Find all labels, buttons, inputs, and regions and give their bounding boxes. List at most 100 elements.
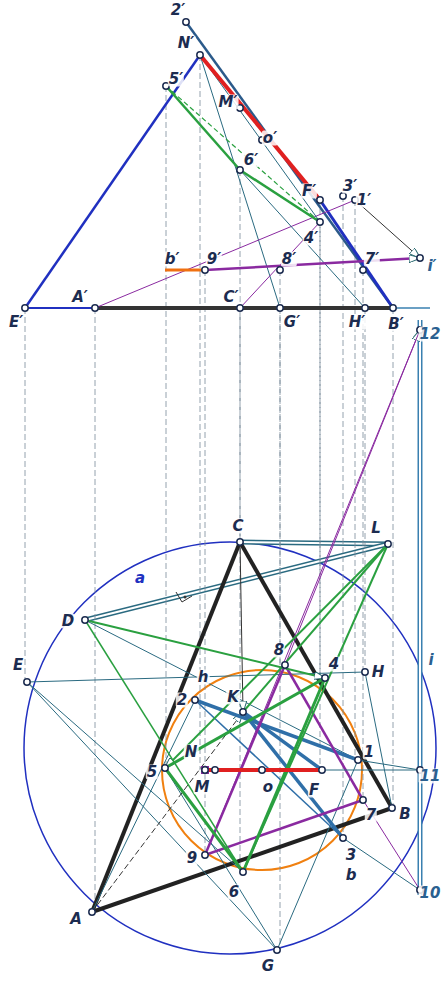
point-marker xyxy=(360,797,366,803)
point-marker xyxy=(340,835,346,841)
point-label: 3 xyxy=(345,848,357,863)
point-label: 3′ xyxy=(342,179,358,194)
point-label: o′ xyxy=(262,131,278,146)
point-label: o xyxy=(262,780,274,795)
point-label: 6′ xyxy=(243,153,259,168)
construction-line xyxy=(355,200,420,258)
point-marker xyxy=(22,305,28,311)
construction-line xyxy=(365,672,392,808)
point-marker xyxy=(24,679,30,685)
point-label: M xyxy=(194,780,211,795)
construction-line xyxy=(25,308,26,682)
construction-line xyxy=(363,270,364,800)
point-marker xyxy=(202,767,208,773)
point-marker xyxy=(197,52,203,58)
construction-line xyxy=(393,308,394,808)
point-marker xyxy=(192,697,198,703)
construction-line xyxy=(85,620,358,760)
point-marker xyxy=(317,219,323,225)
construction-line xyxy=(85,620,243,872)
point-marker xyxy=(277,305,283,311)
point-label: F′ xyxy=(301,184,317,199)
point-label: N′ xyxy=(177,36,196,51)
point-label: b xyxy=(345,868,358,883)
point-marker xyxy=(162,765,168,771)
point-marker xyxy=(89,909,95,915)
point-marker xyxy=(362,669,368,675)
construction-line xyxy=(363,800,420,890)
point-square xyxy=(201,766,209,774)
point-label: L xyxy=(370,521,382,536)
point-label: 5 xyxy=(146,765,158,780)
point-label: B xyxy=(398,807,411,822)
construction-line xyxy=(320,200,393,308)
construction-line xyxy=(27,682,277,950)
point-marker xyxy=(385,541,391,547)
construction-line xyxy=(320,222,321,678)
double-line xyxy=(420,320,421,895)
point-label: 7 xyxy=(365,808,377,823)
point-label: 2 xyxy=(176,693,188,708)
point-marker xyxy=(202,267,208,273)
point-marker xyxy=(340,193,346,199)
point-label: 1′ xyxy=(356,193,372,208)
construction-line xyxy=(92,712,243,912)
point-marker xyxy=(362,305,368,311)
construction-line xyxy=(166,86,240,170)
construction-line xyxy=(92,700,195,912)
point-label: 2′ xyxy=(170,3,186,18)
construction-line xyxy=(195,700,343,838)
point-marker xyxy=(237,305,243,311)
construction-line xyxy=(358,760,420,770)
construction-line xyxy=(365,308,366,672)
construction-line xyxy=(240,170,320,222)
construction-line xyxy=(92,542,240,912)
right-angle-dot xyxy=(184,596,187,599)
points xyxy=(22,19,423,953)
point-label: H xyxy=(371,665,386,680)
point-label: E xyxy=(12,658,24,673)
point-label: h xyxy=(197,670,210,685)
point-label: 11 xyxy=(419,769,442,784)
point-label: H′ xyxy=(348,315,367,330)
construction-line xyxy=(166,86,320,222)
point-label: 8 xyxy=(273,643,285,658)
point-label: i′ xyxy=(426,259,437,274)
double-line xyxy=(240,542,388,544)
point-label: G′ xyxy=(283,315,301,330)
construction-line xyxy=(165,678,325,768)
point-marker xyxy=(360,267,366,273)
construction-line xyxy=(165,768,277,950)
point-marker xyxy=(282,662,288,668)
point-marker xyxy=(92,305,98,311)
point-marker xyxy=(317,197,323,203)
construction-line xyxy=(25,307,95,309)
construction-lines xyxy=(25,22,420,950)
point-label: E′ xyxy=(8,315,24,330)
construction-line xyxy=(165,544,388,768)
point-marker xyxy=(240,869,246,875)
point-label: i xyxy=(427,653,434,668)
construction-line xyxy=(92,808,392,912)
construction-line xyxy=(200,55,201,770)
right-angle-mark xyxy=(176,592,192,602)
point-label: 12 xyxy=(419,327,442,342)
construction-line xyxy=(355,200,356,760)
construction-line xyxy=(165,269,205,272)
construction-line xyxy=(205,258,420,270)
point-label: B′ xyxy=(387,317,404,332)
point-marker xyxy=(82,617,88,623)
point-marker xyxy=(390,305,396,311)
point-label: b′ xyxy=(164,252,181,267)
construction-line xyxy=(205,330,420,855)
point-label: M′ xyxy=(218,95,239,110)
point-label: 5′ xyxy=(168,72,184,87)
construction-line xyxy=(166,86,167,768)
point-label: A′ xyxy=(71,290,89,305)
point-label: 8′ xyxy=(281,252,297,267)
construction-line xyxy=(205,800,363,855)
circle-a xyxy=(24,542,436,954)
point-label: F xyxy=(308,783,320,798)
construction-line xyxy=(165,768,243,872)
